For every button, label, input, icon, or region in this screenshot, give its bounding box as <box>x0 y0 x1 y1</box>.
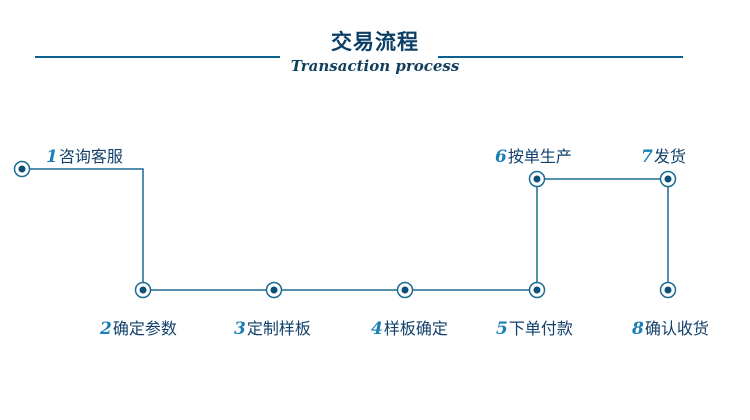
step-node-6 <box>528 170 546 188</box>
step-node-8 <box>659 281 677 299</box>
step-node-4 <box>396 281 414 299</box>
step-text-7: 发货 <box>653 147 686 166</box>
title-rule-right <box>438 56 683 58</box>
step-text-1: 咨询客服 <box>58 147 123 166</box>
step-number-3: 3 <box>234 319 246 339</box>
step-number-8: 8 <box>632 319 644 339</box>
page-title: 交易流程 <box>331 30 419 54</box>
step-node-5 <box>528 281 546 299</box>
step-number-7: 7 <box>641 147 653 167</box>
step-number-5: 5 <box>496 319 508 339</box>
step-number-6: 6 <box>495 147 507 167</box>
step-number-2: 2 <box>100 319 112 339</box>
step-text-2: 确定参数 <box>112 319 177 338</box>
step-label-7: 7发货 <box>641 143 686 167</box>
step-number-1: 1 <box>46 147 58 167</box>
step-number-4: 4 <box>371 319 383 339</box>
step-node-2 <box>134 281 152 299</box>
step-text-8: 确认收货 <box>644 319 709 338</box>
step-label-3: 3定制样板 <box>234 315 311 339</box>
step-label-5: 5下单付款 <box>496 315 573 339</box>
step-node-7 <box>659 170 677 188</box>
step-label-1: 1咨询客服 <box>46 143 123 167</box>
step-label-4: 4样板确定 <box>371 315 448 339</box>
step-node-1 <box>13 160 31 178</box>
step-text-6: 按单生产 <box>507 147 572 166</box>
step-text-5: 下单付款 <box>508 319 573 338</box>
step-node-3 <box>265 281 283 299</box>
step-text-3: 定制样板 <box>246 319 311 338</box>
step-label-6: 6按单生产 <box>495 143 572 167</box>
flow-connector <box>22 168 669 291</box>
step-label-8: 8确认收货 <box>632 315 709 339</box>
step-text-4: 样板确定 <box>383 319 448 338</box>
page-subtitle: Transaction process <box>290 57 460 75</box>
title-rule-left <box>35 56 280 58</box>
step-label-2: 2确定参数 <box>100 315 177 339</box>
